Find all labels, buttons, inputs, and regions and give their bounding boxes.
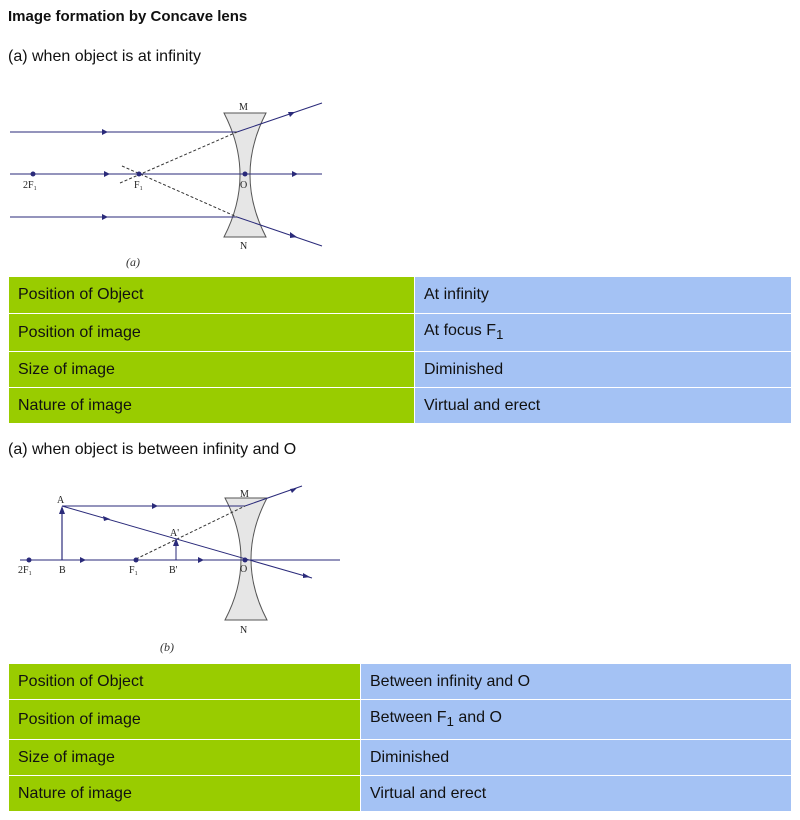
row-value: Virtual and erect: [414, 387, 792, 424]
table-row: Nature of image Virtual and erect: [8, 387, 792, 424]
table-row: Size of image Diminished: [8, 739, 792, 776]
row-key: Position of Object: [8, 276, 415, 314]
diagram-b: A B A' B' M N O 2F1 F1 (b): [18, 485, 340, 654]
label-A-prime: A': [170, 528, 179, 539]
label-A: A: [57, 495, 65, 506]
table-row: Position of Object At infinity: [8, 276, 792, 314]
caption-b: (b): [160, 640, 174, 654]
table-row: Position of image Between F1 and O: [8, 699, 792, 740]
row-key: Nature of image: [8, 775, 361, 812]
table-row: Position of image At focus F1: [8, 313, 792, 352]
section-a-heading: (a) when object is at infinity: [8, 48, 201, 65]
label-N: N: [240, 241, 247, 252]
label-B-prime: B': [169, 565, 178, 576]
row-key: Size of image: [8, 739, 361, 776]
row-key: Nature of image: [8, 387, 415, 424]
page-title: Image formation by Concave lens: [8, 8, 248, 25]
diagram-a: M N O 2F1 F1 (a): [10, 102, 323, 269]
ray-central: [61, 505, 313, 579]
row-value: At focus F1: [414, 313, 792, 352]
row-value: At infinity: [414, 276, 792, 314]
label-M: M: [240, 489, 249, 500]
label-2F1: 2F1: [18, 565, 32, 577]
table-a: Position of Object At infinity Position …: [8, 276, 792, 424]
row-key: Position of image: [8, 699, 361, 740]
section-b-heading: (a) when object is between infinity and …: [8, 441, 297, 458]
table-b: Position of Object Between infinity and …: [8, 663, 792, 812]
label-O: O: [240, 564, 247, 575]
label-O: O: [240, 180, 247, 191]
row-key: Position of Object: [8, 663, 361, 700]
table-row: Nature of image Virtual and erect: [8, 775, 792, 812]
row-key: Position of image: [8, 313, 415, 352]
table-row: Position of Object Between infinity and …: [8, 663, 792, 700]
label-B: B: [59, 565, 66, 576]
row-key: Size of image: [8, 351, 415, 388]
row-value: Diminished: [414, 351, 792, 388]
label-N: N: [240, 625, 247, 636]
label-F1: F1: [129, 565, 138, 577]
table-row: Size of image Diminished: [8, 351, 792, 388]
row-value: Between F1 and O: [360, 699, 792, 740]
label-2F1: 2F1: [23, 180, 37, 192]
row-value: Diminished: [360, 739, 792, 776]
caption-a: (a): [126, 255, 140, 269]
ray-top-refracted: [236, 102, 323, 133]
label-M: M: [239, 102, 248, 113]
ray-bottom-refracted: [236, 216, 323, 247]
ray-virtual: [135, 505, 246, 560]
row-value: Between infinity and O: [360, 663, 792, 700]
label-F1: F1: [134, 180, 143, 192]
row-value: Virtual and erect: [360, 775, 792, 812]
